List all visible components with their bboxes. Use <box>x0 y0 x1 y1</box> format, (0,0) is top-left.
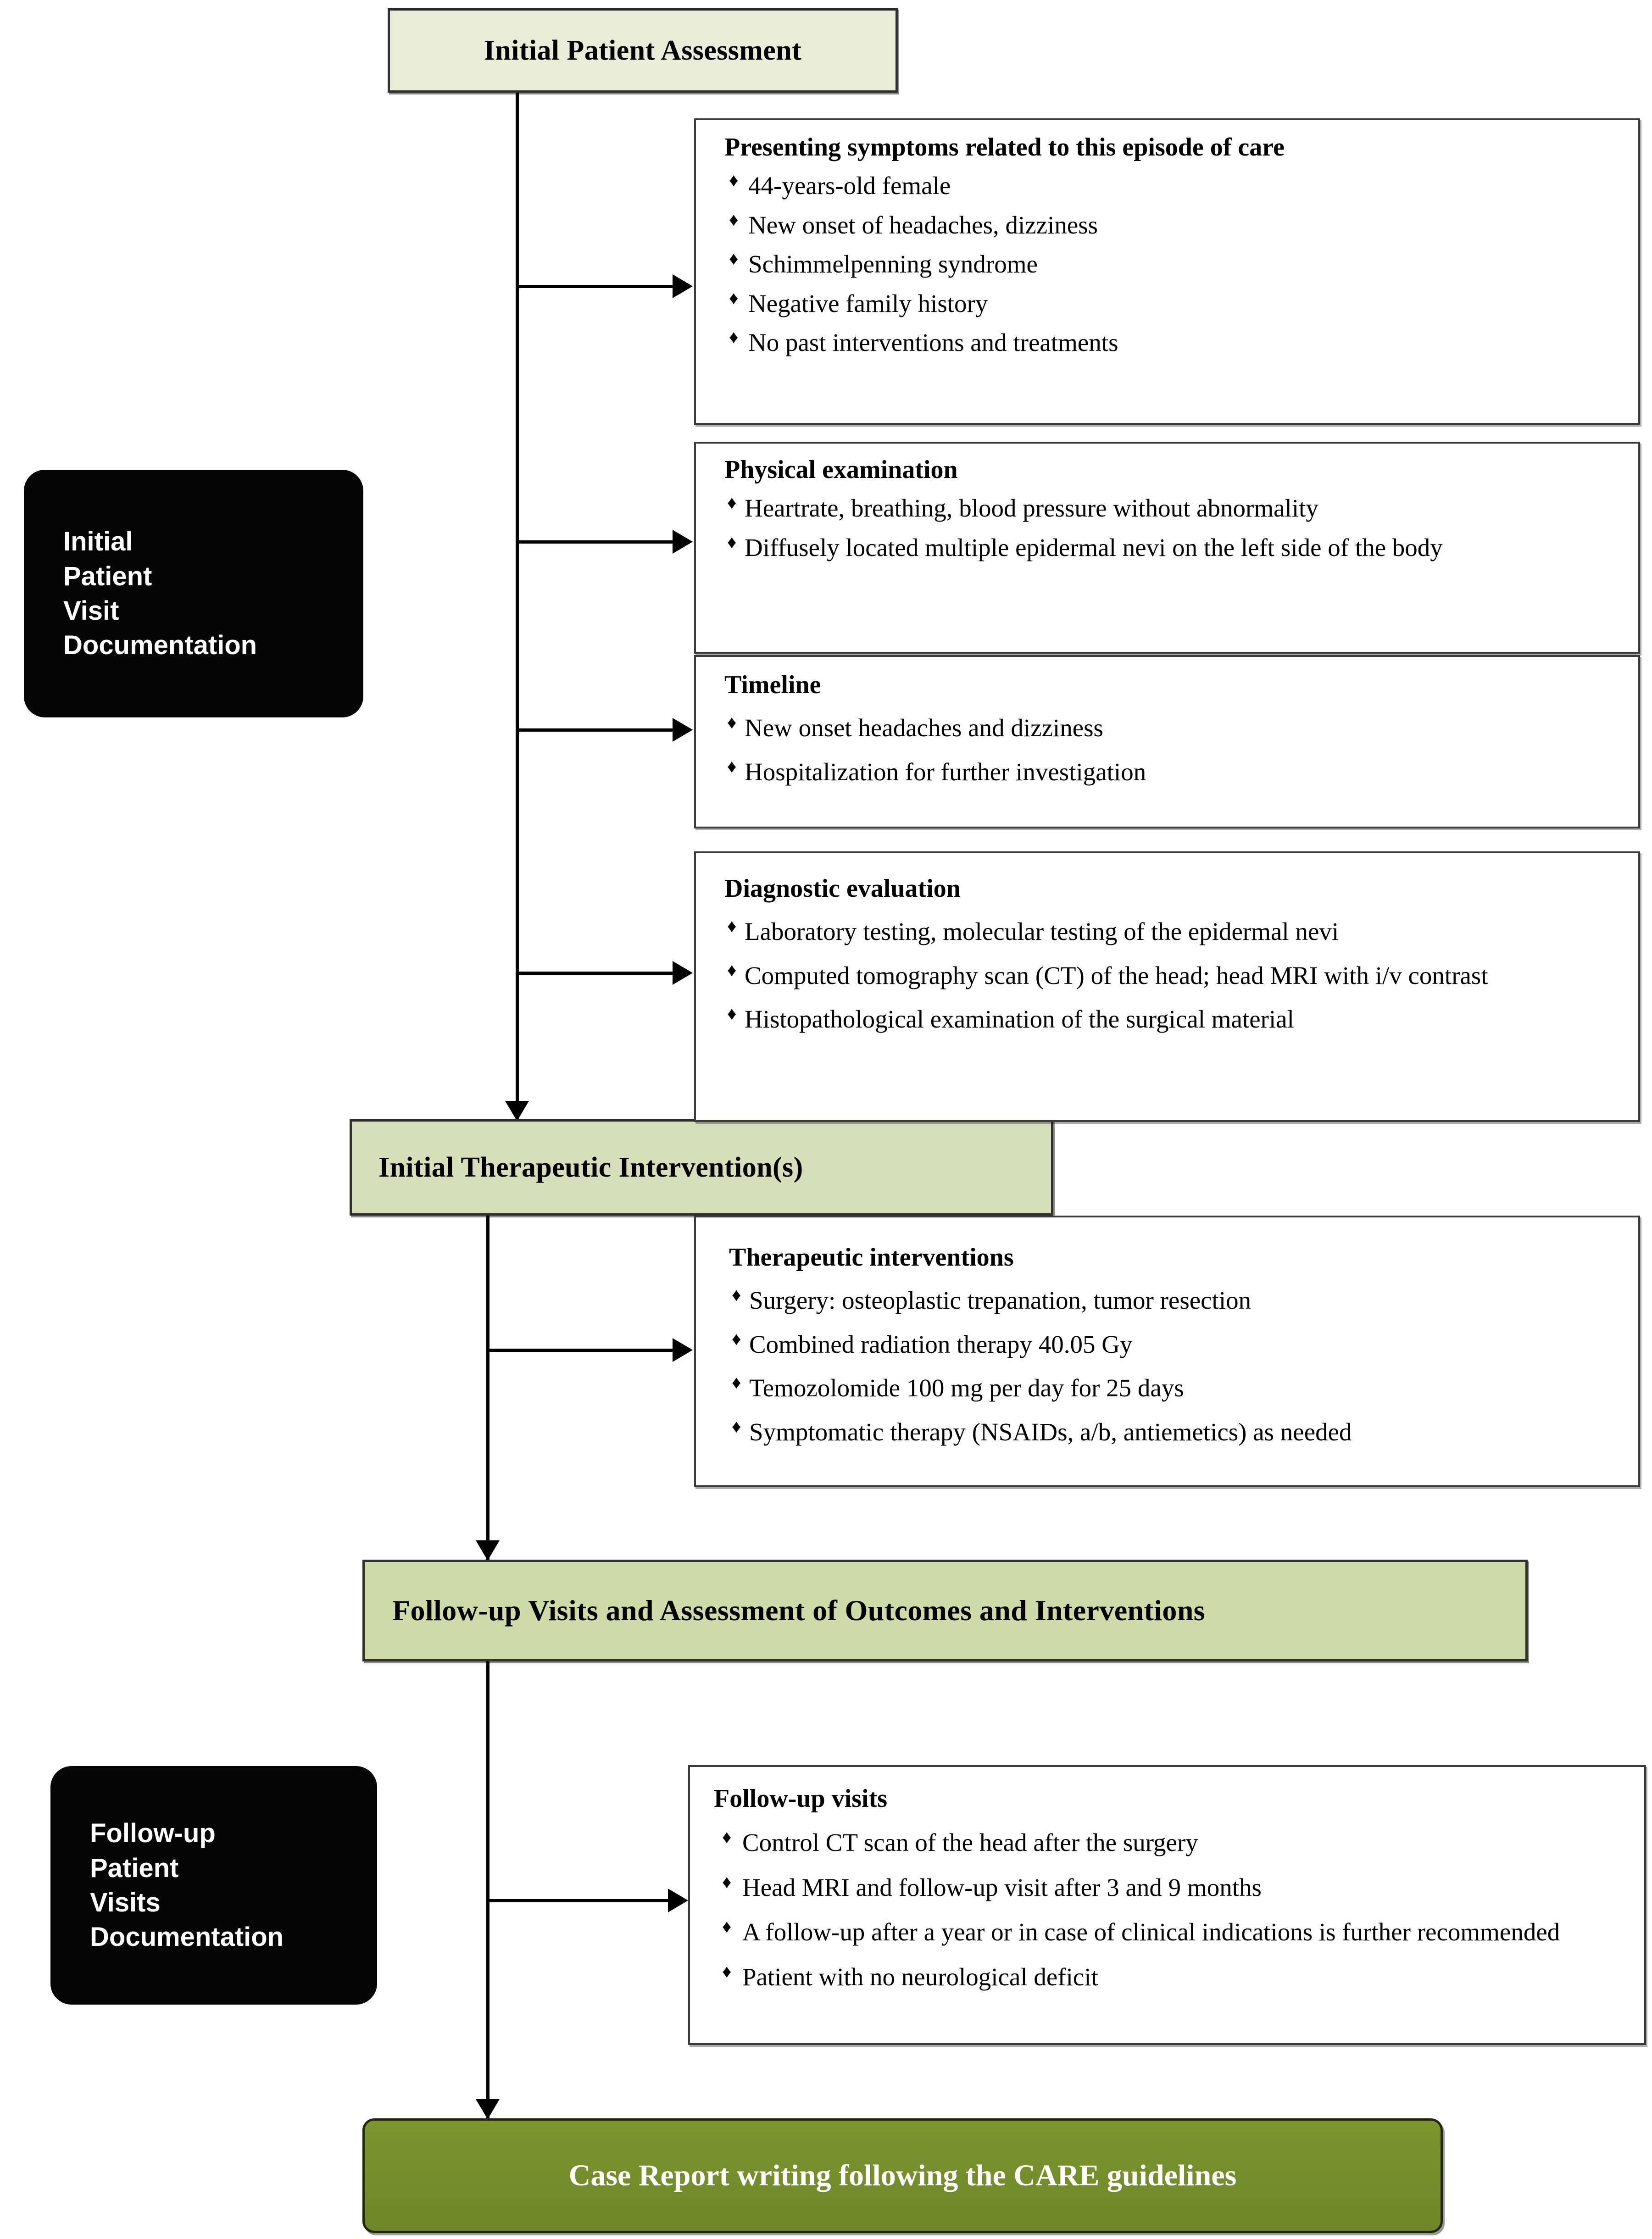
list-item: Computed tomography scan (CT) of the hea… <box>724 958 1623 992</box>
panel-heading: Presenting symptoms related to this epis… <box>724 133 1285 161</box>
list-item: Head MRI and follow-up visit after 3 and… <box>714 1870 1629 1904</box>
side-label-line-3: Visit <box>63 596 119 626</box>
branch-line-followup <box>486 1899 670 1902</box>
arrow-right-diagnostic <box>673 961 693 985</box>
stage-followup-visits-assessment: Follow-up Visits and Assessment of Outco… <box>362 1560 1528 1661</box>
panel-list: Control CT scan of the head after the su… <box>714 1825 1629 1994</box>
list-item: Diffusely located multiple epidermal nev… <box>724 530 1623 564</box>
stage-initial-therapeutic-intervention: Initial Therapeutic Intervention(s) <box>350 1119 1053 1216</box>
list-item: Schimmelpenning syndrome <box>724 247 1623 281</box>
list-item: No past interventions and treatments <box>724 325 1623 359</box>
panel-list: Surgery: osteoplastic trepanation, tumor… <box>729 1283 1623 1449</box>
side-label-line-2: Patient <box>90 1853 179 1883</box>
side-label-line-4: Documentation <box>90 1922 284 1952</box>
branch-line-physical <box>516 540 674 544</box>
arrow-right-symptoms <box>673 274 693 298</box>
branch-line-interventions <box>486 1349 674 1352</box>
list-item: Laboratory testing, molecular testing of… <box>724 914 1623 948</box>
side-label-line-2: Patient <box>63 561 152 591</box>
panel-physical-examination: Physical examination Heartrate, breathin… <box>694 442 1640 654</box>
list-item: Hospitalization for further investigatio… <box>724 755 1623 789</box>
trunk-line-mid <box>486 1215 489 1563</box>
branch-line-diagnostic <box>516 972 674 975</box>
side-label-line-3: Visits <box>90 1888 161 1917</box>
panel-heading: Timeline <box>724 671 821 699</box>
trunk-line-upper <box>516 92 519 1124</box>
branch-line-symptoms <box>516 285 674 288</box>
panel-heading: Follow-up visits <box>714 1784 888 1813</box>
arrow-down-to-final <box>476 2099 500 2119</box>
list-item: Surgery: osteoplastic trepanation, tumor… <box>729 1283 1623 1317</box>
side-label-line-4: Documentation <box>63 630 257 661</box>
panel-timeline: Timeline New onset headaches and dizzine… <box>694 655 1640 828</box>
final-case-report-box: Case Report writing following the CARE g… <box>362 2118 1443 2233</box>
side-label-line-1: Initial <box>63 527 133 557</box>
stage-initial-label: Initial Patient Assessment <box>484 34 802 66</box>
stage-therapeutic-label: Initial Therapeutic Intervention(s) <box>378 1151 803 1183</box>
stage-followup-label: Follow-up Visits and Assessment of Outco… <box>392 1594 1206 1627</box>
trunk-line-lower <box>486 1661 489 2120</box>
list-item: Control CT scan of the head after the su… <box>714 1825 1629 1859</box>
stage-initial-patient-assessment: Initial Patient Assessment <box>388 8 898 93</box>
panel-heading: Physical examination <box>724 456 958 484</box>
list-item: New onset headaches and dizziness <box>724 711 1623 744</box>
side-label-initial-patient-visit-documentation: Initial Patient Visit Documentation <box>24 470 363 717</box>
list-item: Combined radiation therapy 40.05 Gy <box>729 1327 1623 1361</box>
panel-list: New onset headaches and dizziness Hospit… <box>724 711 1623 788</box>
arrow-right-physical <box>673 530 693 554</box>
list-item: A follow-up after a year or in case of c… <box>714 1915 1629 1949</box>
list-item: 44-years-old female <box>724 168 1623 202</box>
list-item: Heartrate, breathing, blood pressure wit… <box>724 491 1623 525</box>
list-item: Histopathological examination of the sur… <box>724 1002 1623 1036</box>
panel-diagnostic-evaluation: Diagnostic evaluation Laboratory testing… <box>694 851 1640 1122</box>
panel-therapeutic-interventions: Therapeutic interventions Surgery: osteo… <box>694 1216 1640 1487</box>
list-item: Negative family history <box>724 286 1623 320</box>
arrow-right-followup <box>668 1889 688 1912</box>
arrow-right-timeline <box>673 718 693 742</box>
panel-followup-visits: Follow-up visits Control CT scan of the … <box>688 1765 1646 2045</box>
side-label-followup-patient-visits-documentation: Follow-up Patient Visits Documentation <box>50 1766 377 2005</box>
final-case-report-label: Case Report writing following the CARE g… <box>568 2159 1237 2192</box>
arrow-down-to-therapeutic <box>505 1101 529 1121</box>
list-item: Patient with no neurological deficit <box>714 1960 1629 1994</box>
branch-line-timeline <box>516 728 674 732</box>
list-item: Temozolomide 100 mg per day for 25 days <box>729 1371 1623 1405</box>
list-item: Symptomatic therapy (NSAIDs, a/b, antiem… <box>729 1415 1623 1449</box>
panel-list: 44-years-old female New onset of headach… <box>724 168 1623 359</box>
arrow-down-to-followup-bar <box>476 1540 500 1561</box>
panel-heading: Therapeutic interventions <box>729 1243 1014 1272</box>
side-label-line-1: Follow-up <box>90 1818 216 1849</box>
panel-list: Laboratory testing, molecular testing of… <box>724 914 1623 1036</box>
list-item: New onset of headaches, dizziness <box>724 208 1623 242</box>
panel-presenting-symptoms: Presenting symptoms related to this epis… <box>694 118 1640 425</box>
panel-list: Heartrate, breathing, blood pressure wit… <box>724 491 1623 564</box>
panel-heading: Diagnostic evaluation <box>724 874 961 903</box>
arrow-right-interventions <box>673 1338 693 1362</box>
